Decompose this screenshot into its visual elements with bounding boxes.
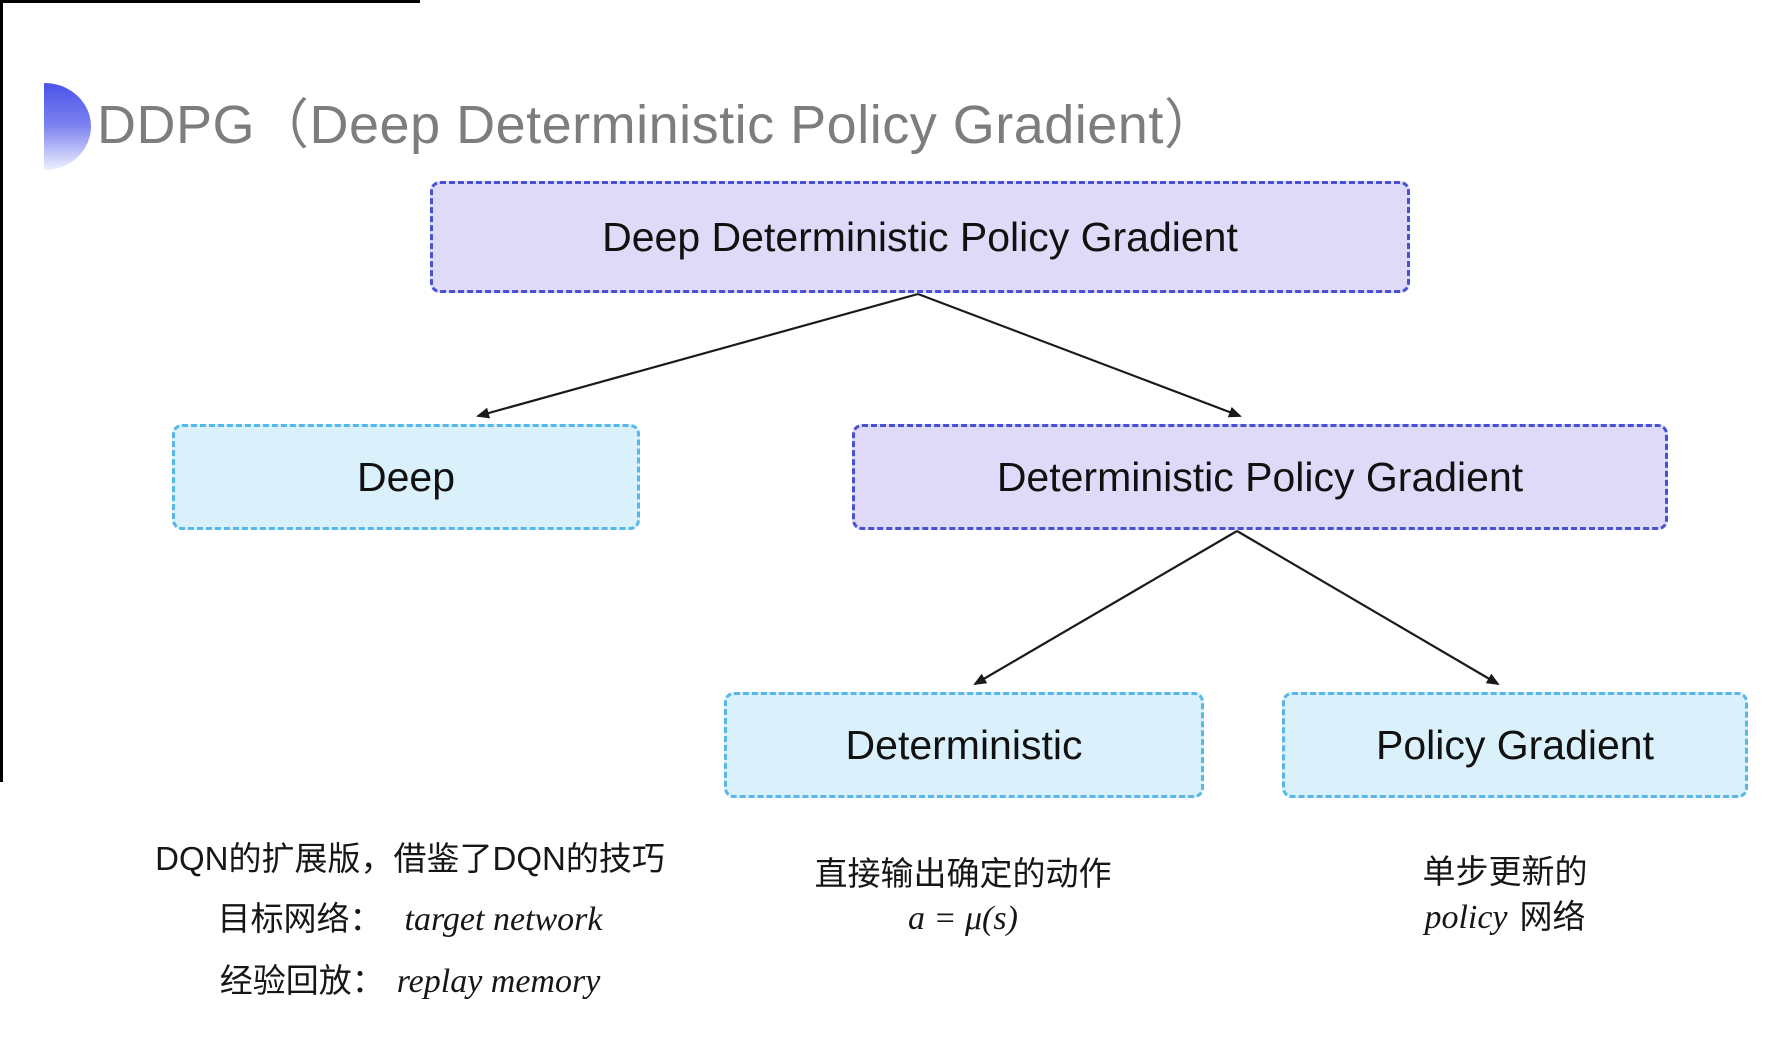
left-frame-line: [0, 0, 3, 782]
note-pg-line2-en: policy: [1424, 899, 1508, 936]
node-label: Deep Deterministic Policy Gradient: [602, 213, 1238, 260]
note-det-line1: 直接输出确定的动作: [814, 855, 1112, 892]
node-label: Deterministic Policy Gradient: [996, 453, 1524, 500]
note-policy-gradient: 单步更新的 policy 网络: [1305, 855, 1705, 947]
node-label: Deep: [356, 453, 455, 500]
note-deep-line1: DQN的扩展版，借鉴了DQN的技巧: [155, 840, 665, 877]
node-label: Deterministic: [845, 721, 1083, 768]
node-deterministic-policy-gradient: Deterministic Policy Gradient: [852, 424, 1668, 530]
note-deterministic: 直接输出确定的动作 a = μ(s): [763, 857, 1163, 948]
note-deep-line2-en: target network: [404, 901, 603, 938]
note-deep-line2: 目标网络： target network: [110, 902, 710, 937]
note-pg-line1: 单步更新的: [1422, 853, 1588, 890]
arrow-root-to-dpg: [917, 292, 1242, 418]
top-frame-line: [0, 0, 420, 3]
note-pg-line2-zh: 网络: [1519, 898, 1586, 935]
node-deep: Deep: [172, 424, 640, 530]
arrow-root-to-deep: [476, 292, 919, 419]
node-deep-deterministic-policy-gradient: Deep Deterministic Policy Gradient: [430, 181, 1410, 293]
arrow-dpg-to-policy-gradient: [1236, 530, 1500, 686]
node-label: Policy Gradient: [1375, 721, 1654, 768]
note-deep-line3-en: replay memory: [396, 963, 601, 1000]
note-deep: DQN的扩展版，借鉴了DQN的技巧 目标网络： target network 经验…: [110, 842, 710, 1026]
note-pg-line2: policy 网络: [1305, 900, 1705, 935]
arrow-dpg-to-deterministic: [973, 530, 1238, 686]
slide-title: DDPG（Deep Deterministic Policy Gradient）: [97, 95, 1219, 155]
title-bullet-icon: [44, 83, 91, 170]
note-deep-line3: 经验回放： replay memory: [110, 964, 710, 999]
node-deterministic: Deterministic: [724, 692, 1204, 798]
note-det-formula: a = μ(s): [908, 900, 1018, 937]
note-deep-line2-zh: 目标网络：: [217, 900, 383, 937]
note-deep-line3-zh: 经验回放：: [219, 962, 385, 999]
node-policy-gradient: Policy Gradient: [1282, 692, 1748, 798]
